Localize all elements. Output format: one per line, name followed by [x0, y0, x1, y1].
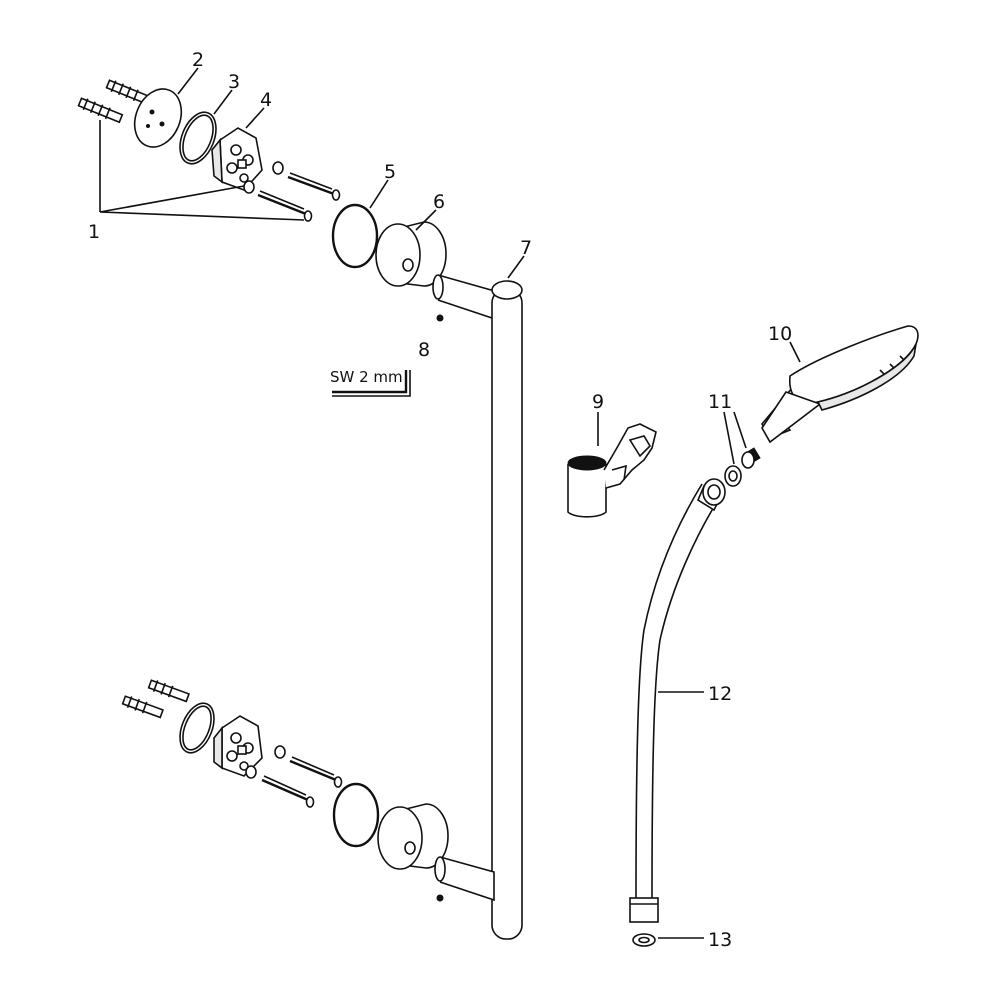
grub-screw-upper	[436, 314, 444, 322]
washer-lower-2	[245, 765, 257, 779]
part-labels: 1 2 3 4 5 6 7 8 9 10 11 12 13 SW 2 mm	[88, 49, 792, 951]
label-part-1: 1	[88, 221, 100, 243]
screw-lower-1	[289, 756, 343, 788]
label-part-3: 3	[228, 71, 240, 93]
rosette-lower	[377, 803, 449, 870]
washer-lower-1	[274, 745, 286, 759]
label-part-11: 11	[708, 391, 732, 413]
screw-upper-2	[257, 190, 313, 222]
leader-lines	[99, 67, 801, 939]
label-part-10: 10	[768, 323, 792, 345]
label-part-2: 2	[192, 49, 204, 71]
mounting-bracket-lower	[213, 715, 263, 777]
label-part-5: 5	[384, 161, 396, 183]
hose-washer	[632, 933, 656, 947]
filter-and-washer	[724, 447, 761, 487]
hose-washer-hole	[638, 936, 650, 944]
mounting-bracket	[211, 127, 263, 191]
wall-dowel-top-a	[105, 79, 152, 106]
shower-holder	[567, 423, 657, 518]
washer-upper-2	[243, 180, 255, 194]
label-part-7: 7	[520, 237, 532, 259]
shower-hose	[629, 478, 726, 923]
rail-arm-upper	[432, 274, 499, 322]
label-part-12: 12	[708, 683, 732, 705]
washer-upper-1	[272, 161, 284, 175]
upper-wall-mount-group	[77, 79, 499, 322]
lower-wall-mount-group	[121, 679, 495, 902]
label-part-13: 13	[708, 929, 732, 951]
screw-upper-1	[287, 172, 341, 201]
allen-key-size-label: SW 2 mm	[330, 368, 403, 386]
label-part-4: 4	[260, 89, 272, 111]
label-part-6: 6	[433, 191, 445, 213]
grub-screw-lower	[436, 894, 444, 902]
cover-disc	[133, 88, 183, 148]
wall-dowel-top-b	[77, 97, 124, 124]
label-part-8: 8	[418, 339, 430, 361]
rail-arm-lower	[434, 856, 495, 902]
wall-dowel-bottom-a	[147, 679, 190, 703]
rosette-upper	[375, 221, 447, 287]
sealing-ring-lower	[179, 702, 215, 754]
label-part-9: 9	[592, 391, 604, 413]
screw-lower-2	[261, 775, 315, 808]
hand-shower	[761, 325, 919, 444]
wall-dowel-bottom-b	[121, 695, 164, 719]
allen-key	[332, 370, 411, 397]
o-ring-upper	[331, 203, 379, 269]
o-ring-lower	[332, 782, 380, 848]
slide-rail	[491, 280, 523, 940]
sealing-ring	[179, 111, 217, 165]
